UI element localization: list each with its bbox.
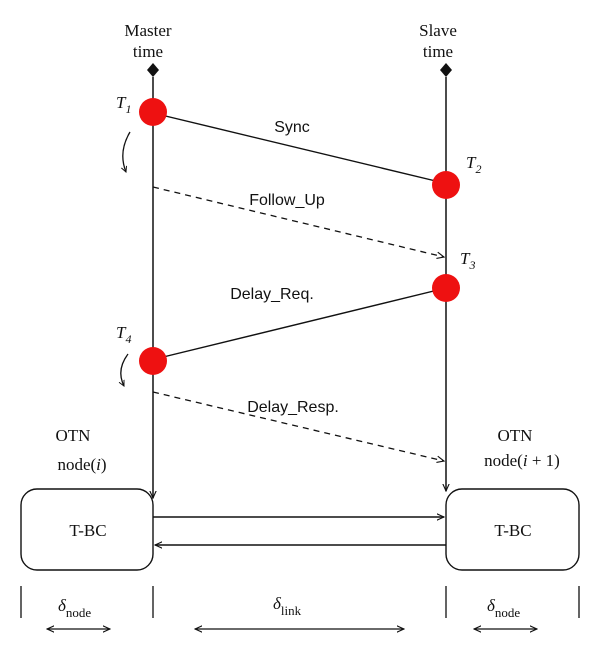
left-tbc-label: T-BC <box>69 521 106 540</box>
follow-up-label: Follow_Up <box>249 192 325 209</box>
left-tbc-box <box>20 488 154 571</box>
right-tbc-label: T-BC <box>494 521 531 540</box>
t4-label: T4 <box>116 323 131 346</box>
sync-label: Sync <box>274 119 310 136</box>
t1-event-dot <box>139 98 167 126</box>
delay-req-arrow <box>155 287 447 359</box>
t4-event-dot <box>139 347 167 375</box>
master-timeline-diamond <box>147 63 159 77</box>
t2-event-dot <box>432 171 460 199</box>
t3-event-dot <box>432 274 460 302</box>
t2-label: T2 <box>466 153 481 176</box>
master-time-label-line2: time <box>133 42 163 61</box>
t4-curved-arrow <box>121 353 129 386</box>
delta-node-right-label: δnode <box>487 596 520 620</box>
slave-time-label-line2: time <box>423 42 453 61</box>
t1-label: T1 <box>116 93 131 116</box>
follow-up-arrow <box>152 186 444 257</box>
delay-resp-label: Delay_Resp. <box>247 399 339 416</box>
t3-label: T3 <box>460 249 475 272</box>
delay-req-label: Delay_Req. <box>230 286 314 303</box>
sync-arrow <box>152 112 444 183</box>
delta-node-left-label: δnode <box>58 596 91 620</box>
delta-link-label: δlink <box>273 594 302 618</box>
right-node-title: OTN <box>498 426 533 445</box>
master-time-label-line1: Master <box>124 21 172 40</box>
slave-time-label-line1: Slave <box>419 21 457 40</box>
left-node-subtitle: node(i) <box>57 455 106 474</box>
delay-resp-arrow <box>152 391 444 461</box>
t1-curved-arrow <box>123 131 131 172</box>
right-node-subtitle: node(i + 1) <box>484 451 560 470</box>
left-node-title: OTN <box>56 426 91 445</box>
right-tbc-box <box>445 488 580 571</box>
slave-timeline-diamond <box>440 63 452 77</box>
